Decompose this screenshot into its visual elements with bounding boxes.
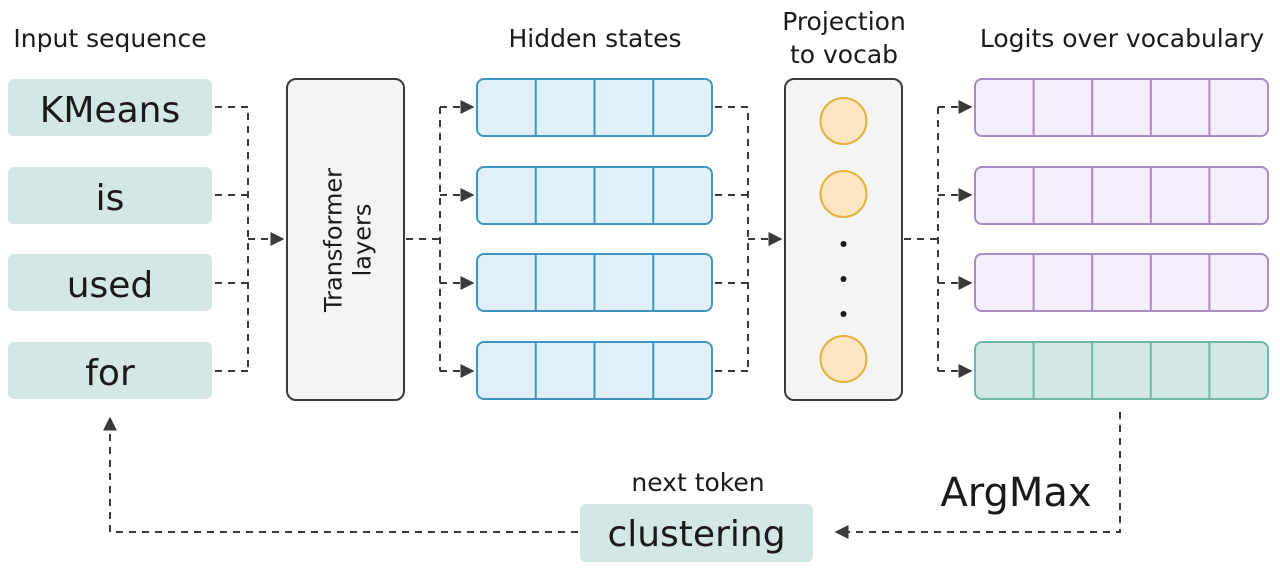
input-token-label: is [96, 178, 125, 219]
transformer-block: Transformer layers [286, 78, 405, 401]
token-connectors [215, 106, 285, 372]
input-token-box [8, 342, 212, 399]
argmax-label: ArgMax [940, 470, 1091, 516]
feedback-loop [103, 412, 1121, 539]
transformer-label-line2: layers [349, 204, 377, 277]
output-token-box [580, 504, 813, 562]
output-token: clustering [580, 504, 813, 562]
input-token: for [8, 342, 212, 399]
projection-connectors [715, 106, 783, 372]
input-token-box [8, 79, 212, 136]
hidden-states-heading: Hidden states [508, 24, 681, 53]
projection-box [784, 78, 903, 401]
logit-connectors [904, 100, 973, 378]
hidden-state-vector [476, 78, 713, 137]
projection-heading-line1: Projection [782, 7, 906, 36]
input-token-label: for [85, 353, 135, 394]
transformer-label-line1: Transformer [320, 168, 348, 313]
input-token-box [8, 254, 212, 311]
transformer-box [286, 78, 405, 401]
ellipsis-dot [840, 241, 847, 247]
input-token-label: KMeans [40, 90, 180, 131]
ellipsis-dot [840, 276, 847, 282]
logit-vector [974, 166, 1269, 225]
neuron-node [819, 170, 868, 218]
hidden-state-vector [476, 253, 713, 312]
input-sequence-heading: Input sequence [13, 24, 206, 53]
input-token-box [8, 167, 212, 224]
logit-vectors [974, 78, 1269, 400]
projection-heading-line2: to vocab [790, 40, 898, 69]
output-token-label: clustering [607, 514, 785, 555]
neuron-node [819, 335, 868, 383]
hidden-state-vector [476, 166, 713, 225]
hidden-state-vector [476, 341, 713, 400]
logit-vector-selected [974, 341, 1269, 400]
input-token-label: used [67, 265, 154, 306]
logits-heading: Logits over vocabulary [980, 24, 1264, 53]
neuron-node [819, 97, 868, 145]
ellipsis-dot [840, 311, 847, 317]
hidden-connectors [406, 100, 475, 378]
projection-block [784, 78, 903, 401]
input-token: is [8, 167, 212, 224]
hidden-states [476, 78, 713, 400]
input-token: KMeans [8, 79, 212, 136]
logit-vector [974, 78, 1269, 137]
input-token-list: KMeans is used for [8, 79, 212, 399]
input-token: used [8, 254, 212, 311]
logit-vector [974, 253, 1269, 312]
next-token-label: next token [631, 468, 764, 497]
